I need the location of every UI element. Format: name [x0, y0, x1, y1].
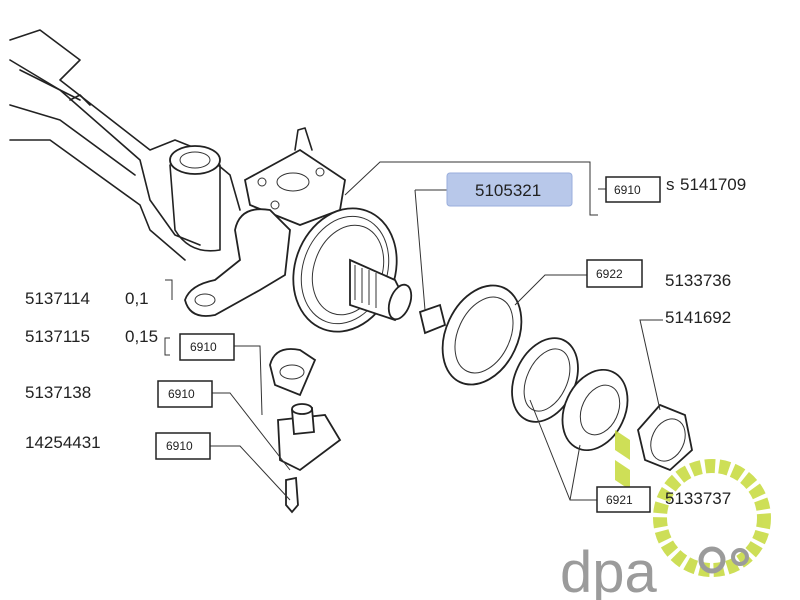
svg-text:0,1: 0,1 [125, 289, 149, 308]
leader-lines [164, 161, 663, 501]
svg-text:6910: 6910 [614, 183, 641, 197]
svg-text:0,15: 0,15 [125, 327, 158, 346]
svg-text:6910: 6910 [168, 387, 195, 401]
hub-parts-drawing [418, 284, 693, 472]
callout-14254431[interactable]: 14254431 6910 [25, 432, 211, 460]
watermark-text: dpa [560, 540, 658, 600]
axle-housing-drawing [9, 29, 241, 261]
kingpin-parts-drawing [269, 348, 342, 514]
svg-text:5133737: 5133737 [665, 489, 731, 508]
highlighted-part-label[interactable]: 5105321 [446, 172, 573, 207]
svg-text:14254431: 14254431 [25, 433, 101, 452]
svg-text:5137114: 5137114 [25, 289, 90, 308]
svg-text:6922: 6922 [596, 267, 623, 281]
svg-text:5133736: 5133736 [665, 271, 731, 290]
callout-5137138[interactable]: 5137138 6910 [25, 380, 213, 408]
callout-5133736[interactable]: 6922 5133736 [586, 259, 731, 290]
callout-5133737[interactable]: 6921 5133737 [596, 486, 731, 513]
svg-text:5141709: 5141709 [680, 175, 746, 194]
dpa-watermark-logo: dpa [560, 430, 771, 600]
svg-text:5141692: 5141692 [665, 308, 731, 327]
callout-5141692[interactable]: 5141692 [665, 308, 731, 327]
svg-text:6921: 6921 [606, 493, 633, 507]
callout-5141709[interactable]: 6910 s 5141709 [605, 175, 746, 203]
svg-text:6910: 6910 [190, 340, 217, 354]
svg-text:6910: 6910 [166, 439, 193, 453]
callout-5137115[interactable]: 5137115 0,15 6910 [25, 327, 235, 361]
steering-knuckle-drawing [184, 127, 413, 333]
callout-5137114[interactable]: 5137114 0,1 [25, 289, 149, 308]
svg-text:5137115: 5137115 [25, 327, 90, 346]
svg-text:s: s [666, 175, 675, 194]
svg-text:5105321: 5105321 [475, 181, 541, 200]
svg-text:5137138: 5137138 [25, 383, 91, 402]
